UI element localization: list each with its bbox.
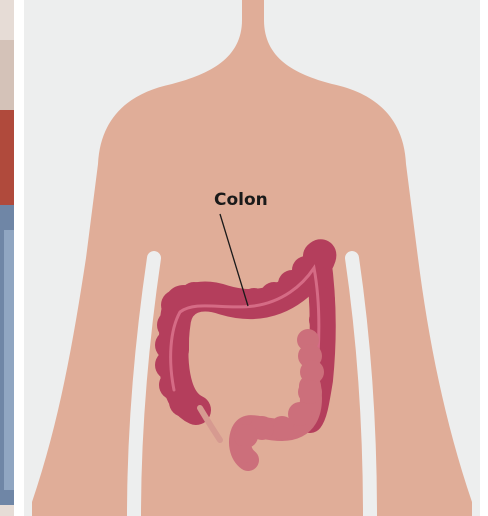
adjacent-photo-strip <box>0 0 14 516</box>
diagram-panel: Colon <box>24 0 480 516</box>
torso-illustration <box>24 0 480 516</box>
colon-label: Colon <box>214 190 268 210</box>
